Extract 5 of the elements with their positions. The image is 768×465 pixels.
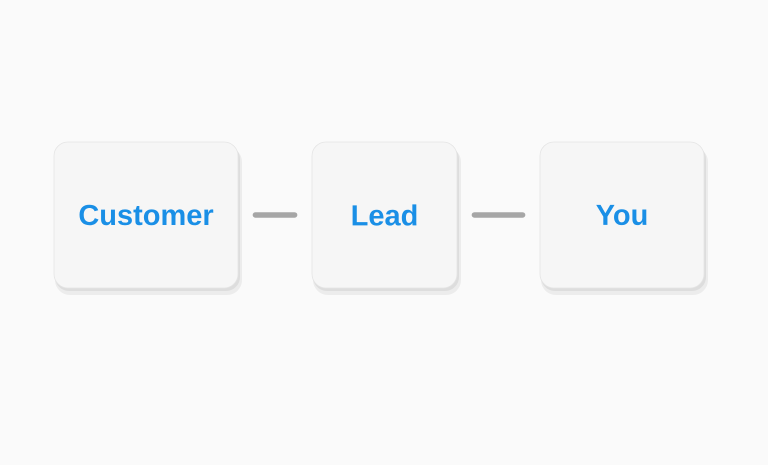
connector-bar [472, 212, 526, 218]
key-box: Lead [312, 142, 461, 295]
connector-bar [252, 212, 298, 218]
key-box: You [540, 142, 708, 295]
key-box: Customer [54, 142, 242, 295]
